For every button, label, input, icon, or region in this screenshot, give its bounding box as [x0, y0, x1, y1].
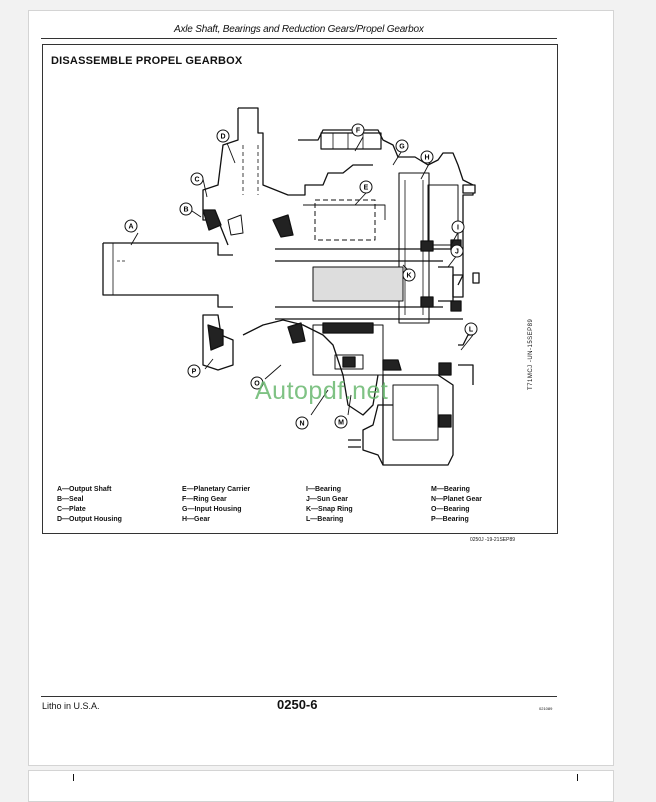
- manual-page: Axle Shaft, Bearings and Reduction Gears…: [28, 10, 614, 766]
- svg-text:I: I: [457, 225, 459, 232]
- header-rule: [41, 38, 557, 39]
- legend-item: B—Seal: [57, 496, 84, 503]
- legend-item: F—Ring Gear: [182, 496, 227, 503]
- callout-h: H: [420, 150, 434, 164]
- callout-k: K: [402, 268, 416, 282]
- legend-item: M—Bearing: [431, 486, 470, 493]
- svg-text:A: A: [128, 224, 133, 231]
- callout-g: G: [395, 139, 409, 153]
- footer-code: 021089: [539, 706, 553, 711]
- legend-item: C—Plate: [57, 506, 86, 513]
- callout-j: J: [450, 244, 464, 258]
- page-header-title: Axle Shaft, Bearings and Reduction Gears…: [174, 24, 424, 35]
- legend-column-3: I—Bearing J—Sun Gear K—Snap Ring L—Beari…: [306, 485, 353, 525]
- legend-item: G—Input Housing: [182, 506, 242, 513]
- side-reference-code: T71MCJ -UN-15SEP89: [528, 318, 534, 390]
- next-page-edge: [28, 770, 614, 802]
- legend-column-2: E—Planetary Carrier F—Ring Gear G—Input …: [182, 485, 250, 525]
- legend-item: O—Bearing: [431, 506, 470, 513]
- legend-item: D—Output Housing: [57, 516, 122, 523]
- legend-item: P—Bearing: [431, 516, 469, 523]
- svg-text:H: H: [424, 155, 429, 162]
- footer-rule: [41, 696, 557, 697]
- legend-column-4: M—Bearing N—Planet Gear O—Bearing P—Bear…: [431, 485, 482, 525]
- callout-o: O: [250, 376, 264, 390]
- callout-p: P: [187, 364, 201, 378]
- page-number: 0250-6: [277, 697, 318, 712]
- page-tick: [73, 774, 74, 781]
- callout-m: M: [334, 415, 348, 429]
- svg-text:O: O: [254, 381, 260, 388]
- svg-text:D: D: [220, 134, 225, 141]
- gearbox-cross-section-diagram: [102, 107, 480, 466]
- callout-f: F: [351, 123, 365, 137]
- svg-text:M: M: [338, 420, 344, 427]
- footer-litho: Litho in U.S.A.: [42, 701, 100, 711]
- svg-text:C: C: [194, 177, 199, 184]
- callout-n: N: [295, 416, 309, 430]
- callout-b: B: [179, 202, 193, 216]
- callout-e: E: [359, 180, 373, 194]
- page-tick: [577, 774, 578, 781]
- callout-l: L: [464, 322, 478, 336]
- legend-item: I—Bearing: [306, 486, 342, 493]
- svg-text:B: B: [183, 207, 188, 214]
- legend-item: K—Snap Ring: [306, 506, 353, 513]
- watermark-text: Autopdf.net: [255, 377, 389, 405]
- callout-layer: A B C D E F G H I J K L M N O P: [124, 123, 478, 430]
- figure-box: DISASSEMBLE PROPEL GEARBOX: [42, 44, 558, 543]
- legend-item: N—Planet Gear: [431, 496, 482, 503]
- section-title: DISASSEMBLE PROPEL GEARBOX: [51, 55, 243, 67]
- svg-text:G: G: [399, 144, 405, 151]
- legend-column-1: A—Output Shaft B—Seal C—Plate D—Output H…: [57, 485, 122, 525]
- svg-text:J: J: [455, 249, 459, 256]
- legend-item: J—Sun Gear: [306, 496, 349, 503]
- svg-text:N: N: [299, 421, 304, 428]
- legend-item: A—Output Shaft: [57, 486, 112, 493]
- callout-i: I: [451, 220, 465, 234]
- legend-item: H—Gear: [182, 516, 211, 523]
- callout-d: D: [216, 129, 230, 143]
- svg-text:F: F: [356, 128, 361, 135]
- callout-c: C: [190, 172, 204, 186]
- svg-text:E: E: [364, 185, 369, 192]
- callout-a: A: [124, 219, 138, 233]
- svg-text:P: P: [192, 369, 197, 376]
- legend-item: E—Planetary Carrier: [182, 486, 251, 493]
- legend-item: L—Bearing: [306, 516, 344, 523]
- svg-text:L: L: [469, 327, 474, 334]
- svg-text:K: K: [406, 273, 411, 280]
- figure-reference: 0250J -19-21SEP89: [470, 537, 516, 543]
